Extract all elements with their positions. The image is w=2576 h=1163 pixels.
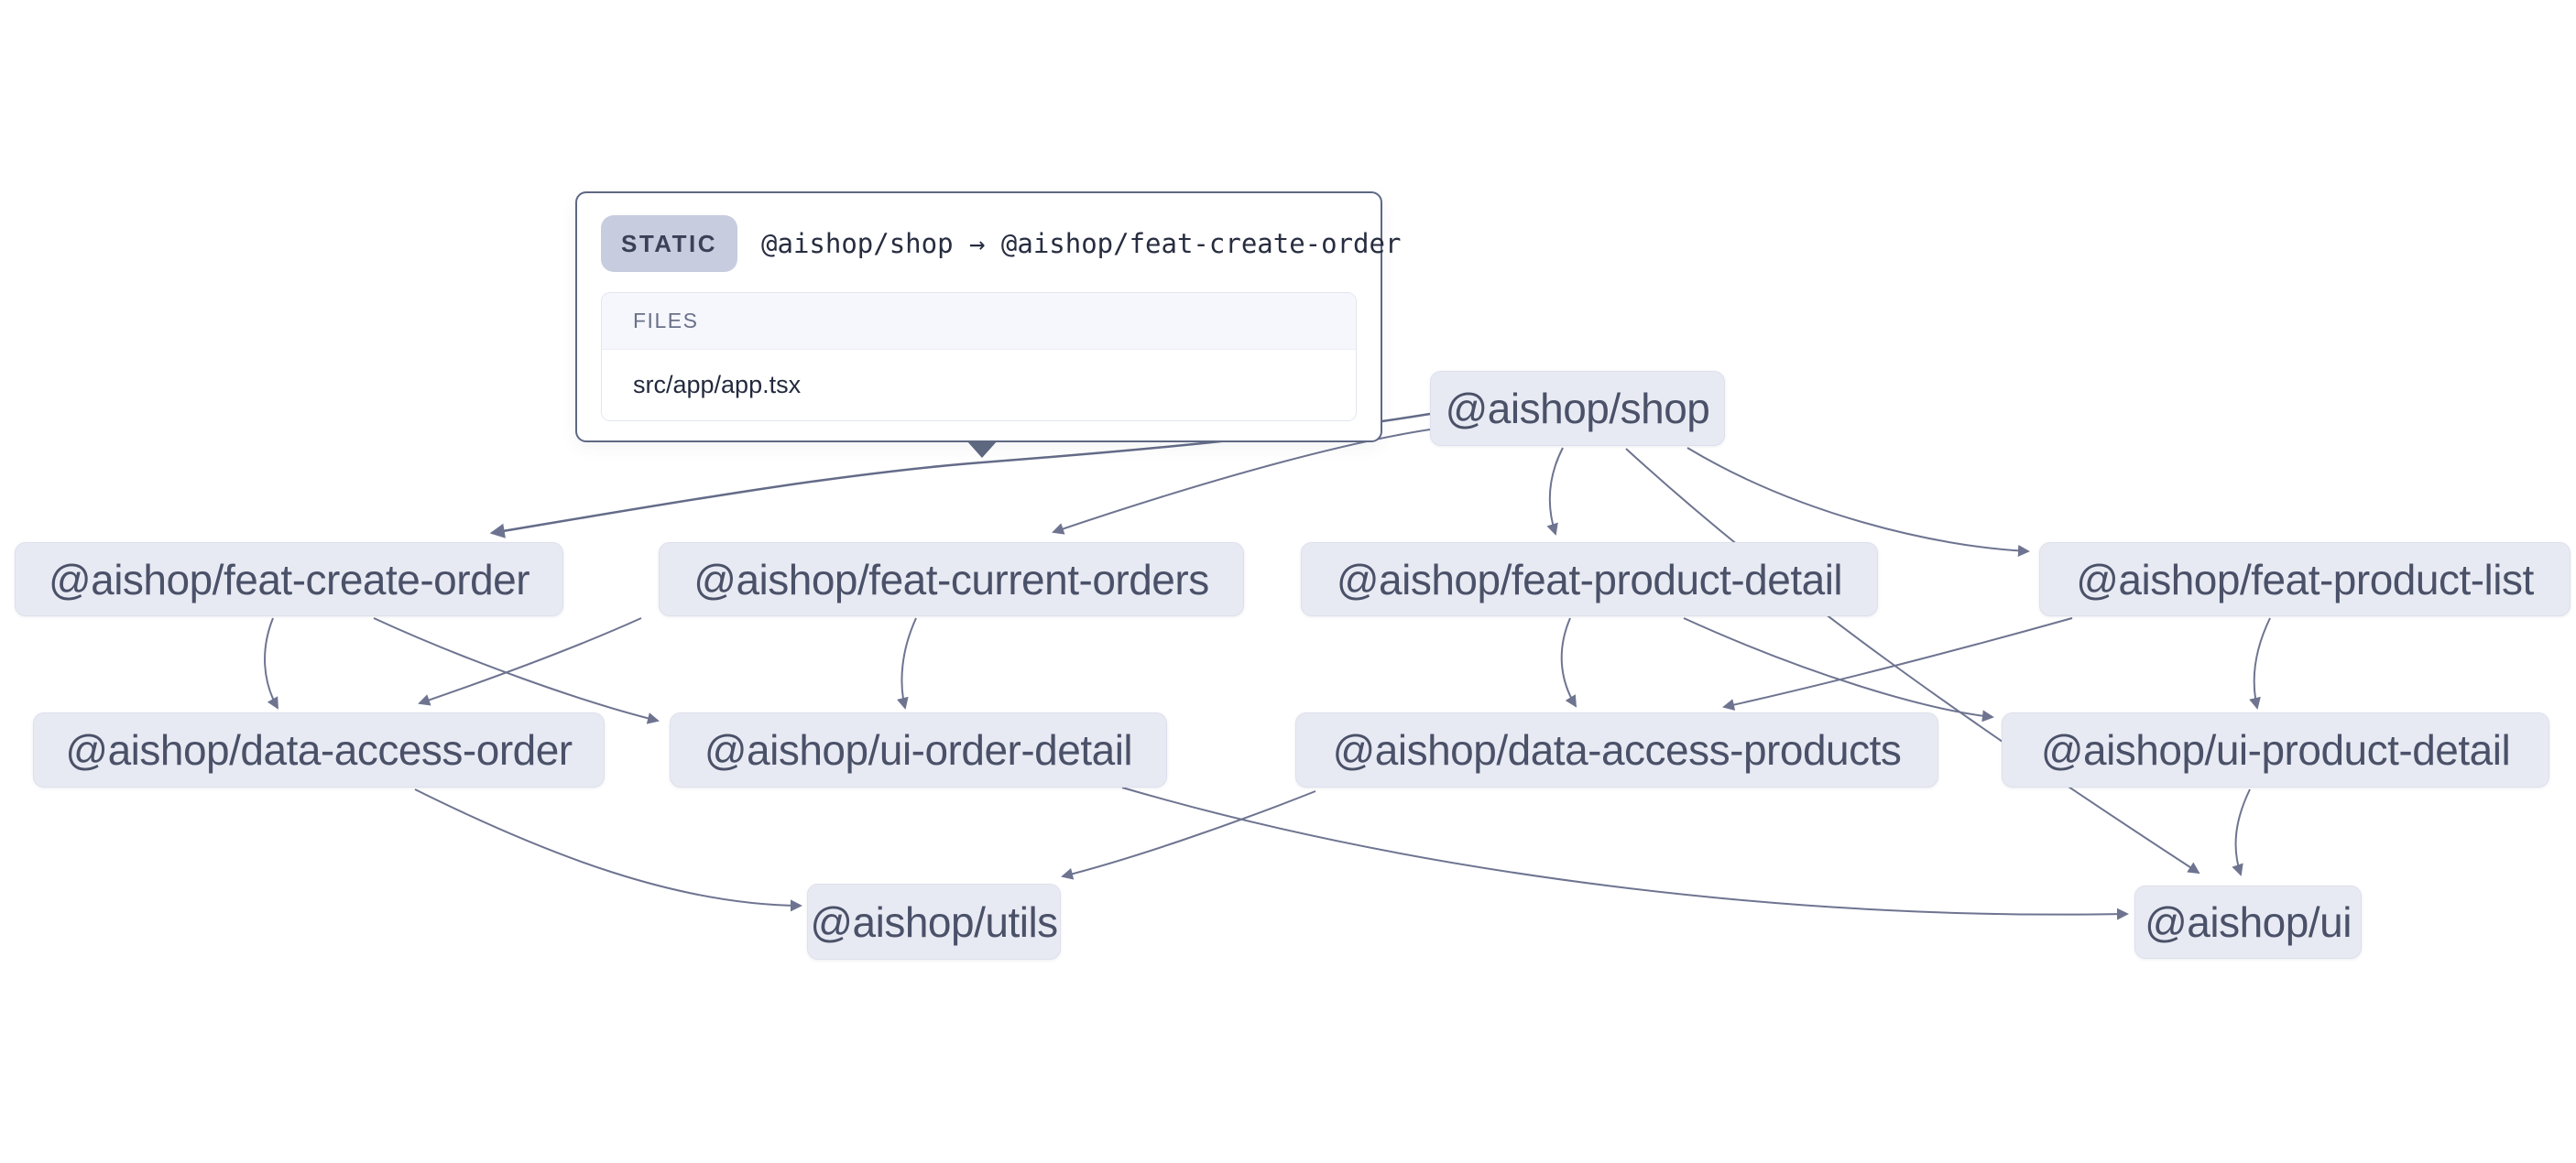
edge-title: @aishop/shop → @aishop/feat-create-order	[761, 228, 1402, 259]
edge-data-access-order--utils[interactable]	[414, 788, 802, 912]
graph-node-data-access-order[interactable]: @aishop/data-access-order	[33, 712, 605, 788]
edge-shop--ui[interactable]	[1625, 448, 2200, 875]
graph-node-data-access-products[interactable]: @aishop/data-access-products	[1295, 712, 1938, 788]
tooltip-files-header: FILES	[602, 293, 1356, 350]
tooltip-files-box: FILES src/app/app.tsx	[601, 292, 1357, 421]
edge-feat-current-orders--ui-order-detail[interactable]	[897, 617, 917, 710]
graph-node-ui[interactable]: @aishop/ui	[2134, 886, 2362, 959]
edge-feat-create-order--ui-order-detail[interactable]	[373, 617, 660, 724]
graph-node-shop[interactable]: @aishop/shop	[1430, 371, 1725, 446]
edge-data-access-products--utils[interactable]	[1061, 790, 1316, 880]
tooltip-header: STATIC @aishop/shop → @aishop/feat-creat…	[601, 215, 1401, 272]
edge-ui-product-detail--ui[interactable]	[2232, 788, 2251, 876]
edge-ui-order-detail--ui[interactable]	[1121, 787, 2129, 920]
edge-tooltip: STATIC @aishop/shop → @aishop/feat-creat…	[575, 191, 1401, 458]
edge-shop--feat-product-detail[interactable]	[1546, 447, 1564, 536]
edge-feat-create-order--data-access-order[interactable]	[264, 617, 278, 710]
graph-node-utils[interactable]: @aishop/utils	[807, 884, 1061, 960]
tooltip-file-list: src/app/app.tsx	[602, 350, 1356, 420]
edge-type-badge: STATIC	[601, 215, 738, 272]
edge-feat-current-orders--data-access-order[interactable]	[418, 617, 642, 706]
edge-shop--feat-current-orders[interactable]	[1052, 429, 1431, 535]
graph-node-feat-product-detail[interactable]: @aishop/feat-product-detail	[1301, 542, 1878, 616]
graph-node-ui-product-detail[interactable]: @aishop/ui-product-detail	[2002, 712, 2549, 788]
tooltip-file-item: src/app/app.tsx	[602, 350, 1356, 420]
edge-feat-product-list--ui-product-detail[interactable]	[2249, 617, 2271, 710]
graph-node-feat-create-order[interactable]: @aishop/feat-create-order	[15, 542, 563, 616]
graph-node-feat-current-orders[interactable]: @aishop/feat-current-orders	[659, 542, 1244, 616]
edge-feat-product-list--data-access-products[interactable]	[1722, 617, 2073, 711]
edge-feat-product-detail--ui-product-detail[interactable]	[1683, 617, 1994, 723]
graph-node-ui-order-detail[interactable]: @aishop/ui-order-detail	[670, 712, 1167, 788]
edge-feat-product-detail--data-access-products[interactable]	[1560, 617, 1577, 708]
edge-shop--feat-product-list[interactable]	[1686, 447, 2030, 557]
graph-node-feat-product-list[interactable]: @aishop/feat-product-list	[2039, 542, 2571, 616]
tooltip-caret-icon	[966, 440, 998, 458]
